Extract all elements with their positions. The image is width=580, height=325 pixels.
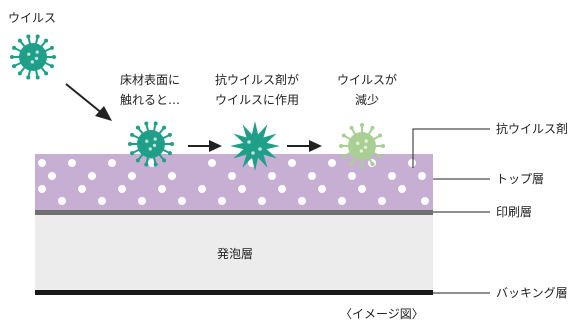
antiviral-dot	[228, 172, 236, 180]
antiviral-dot	[218, 197, 226, 205]
step3-label-line1: ウイルスが	[336, 73, 397, 87]
antiviral-dot	[398, 185, 406, 193]
antiviral-dot	[78, 185, 86, 193]
antiviral-dot	[408, 159, 416, 167]
virus-label: ウイルス	[8, 11, 57, 25]
antiviral-dot	[208, 159, 216, 167]
antiviral-dot	[118, 185, 126, 193]
antiviral-dot	[168, 172, 176, 180]
antiviral-dot	[108, 159, 116, 167]
antiviral-dot	[88, 172, 96, 180]
antiviral-dot	[318, 185, 326, 193]
antiviral-dot	[158, 185, 166, 193]
antiviral-dot	[128, 172, 136, 180]
diagonal-arrow	[65, 83, 104, 115]
antiviral-dot	[418, 172, 426, 180]
antiviral-dot	[68, 159, 76, 167]
diagonal-arrow-head	[95, 106, 112, 121]
step1-label-line1: 床材表面に	[119, 73, 180, 87]
arrow-1-head	[209, 140, 222, 152]
antiviral-agent-label: 抗ウイルス剤	[496, 122, 569, 136]
antiviral-dot	[58, 197, 66, 205]
backing-layer-label: バッキング層	[496, 286, 568, 300]
antiviral-dot	[98, 197, 106, 205]
step2-label-line2: ウイルスに作用	[214, 93, 299, 107]
print-layer	[35, 210, 433, 215]
antiviral-dots	[38, 159, 429, 205]
antiviral-dot	[348, 172, 356, 180]
virus-touching-icon	[128, 121, 174, 167]
antiviral-dot	[48, 172, 56, 180]
antiviral-dot	[388, 172, 396, 180]
virus-reduced-icon	[339, 123, 385, 169]
step2-label-line1: 抗ウイルス剤が	[214, 73, 299, 87]
antiviral-dot	[338, 197, 346, 205]
antiviral-dot	[178, 197, 186, 205]
caption: 〈イメージ図〉	[340, 307, 424, 321]
antiviral-dot	[258, 197, 266, 205]
antiviral-dot	[288, 159, 296, 167]
antiviral-dot	[238, 185, 246, 193]
top-layer-label: トップ層	[496, 172, 545, 186]
antiviral-dot	[38, 159, 46, 167]
step3-label-line2: 減少	[354, 93, 379, 107]
antiviral-dot	[268, 172, 276, 180]
antiviral-dot	[358, 185, 366, 193]
antiviral-dot	[198, 185, 206, 193]
arrow-2-head	[309, 140, 322, 152]
antiviral-dot	[421, 197, 429, 205]
virus-affected-icon	[230, 121, 280, 171]
antiviral-dot	[308, 172, 316, 180]
antiviral-dot	[378, 197, 386, 205]
step1-label-line2: 触れると…	[119, 93, 180, 107]
leader-antiviral	[412, 128, 490, 168]
antiviral-dot	[328, 159, 336, 167]
print-layer-label: 印刷層	[496, 205, 533, 219]
virus-icon	[10, 34, 56, 80]
foam-layer	[35, 215, 433, 290]
antiviral-dot	[38, 185, 46, 193]
foam-layer-label: 発泡層	[216, 247, 253, 261]
antiviral-dot	[298, 197, 306, 205]
backing-layer	[35, 290, 433, 295]
antiviral-dot	[138, 197, 146, 205]
antiviral-dot	[278, 185, 286, 193]
